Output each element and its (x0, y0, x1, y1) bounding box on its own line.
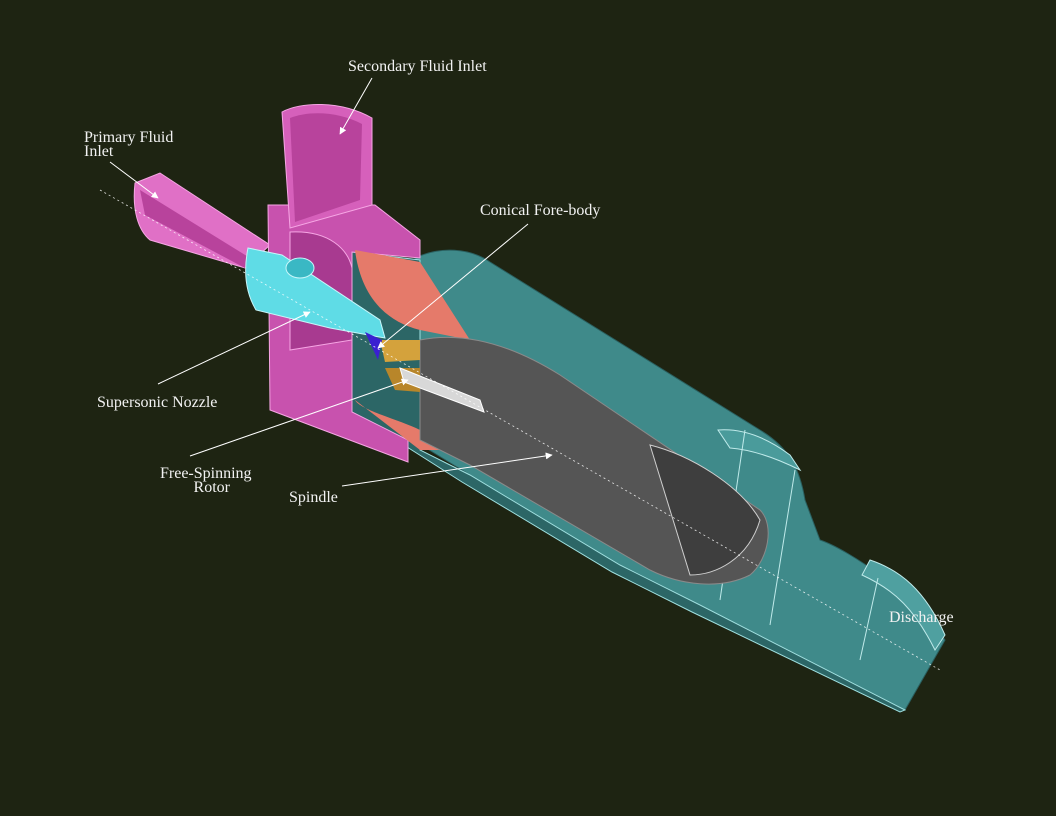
label-secondary-fluid-inlet-text: Secondary Fluid Inlet (348, 58, 487, 75)
leader-supersonic-nozzle (157, 311, 311, 385)
label-supersonic-nozzle-text: Supersonic Nozzle (97, 394, 218, 411)
label-discharge-text: Discharge (889, 609, 954, 626)
label-primary-fluid-inlet: Primary Fluid Inlet (84, 129, 174, 160)
centerline (99, 189, 941, 671)
leader-lines (109, 77, 553, 487)
label-spindle: Spindle (289, 489, 338, 506)
lower-cone (355, 400, 470, 450)
secondary-inlet-bore (290, 113, 362, 222)
leader-rotor (189, 378, 409, 457)
housing-seam-2 (769, 469, 796, 626)
label-conical-fore-body: Conical Fore-body (480, 202, 601, 219)
label-rotor-line2: Rotor (193, 479, 230, 496)
label-rotor-line1: Free-Spinning (160, 465, 252, 482)
upper-cone (355, 250, 470, 340)
mixing-cone (355, 250, 470, 450)
spindle-nose-highlight (649, 444, 761, 576)
label-free-spinning-rotor: Free-Spinning Rotor (160, 465, 252, 496)
supersonic-nozzle-part (245, 247, 386, 339)
nozzle-body (245, 247, 386, 339)
label-discharge: Discharge (889, 609, 954, 626)
leader-spindle (341, 452, 553, 487)
housing-seam-3 (859, 577, 879, 661)
primary-inlet-bore (140, 190, 250, 268)
label-secondary-fluid-inlet: Secondary Fluid Inlet (348, 58, 487, 75)
rotor-assembly (365, 332, 769, 585)
label-primary-line1: Primary Fluid (84, 129, 174, 146)
leader-secondary-inlet (339, 77, 373, 135)
label-spindle-text: Spindle (289, 489, 338, 506)
rotor-gold-upper (380, 340, 420, 362)
label-conical-fore-body-text: Conical Fore-body (480, 202, 601, 219)
leader-conical-forebody (377, 223, 529, 349)
conical-forebody-tip (365, 332, 382, 360)
nozzle-port (285, 257, 315, 279)
discharge-tube-face (861, 559, 946, 651)
label-primary-line2: Inlet (84, 143, 114, 160)
label-supersonic-nozzle: Supersonic Nozzle (97, 394, 218, 411)
leader-primary-inlet (109, 161, 159, 199)
spindle-shaft (399, 367, 485, 413)
